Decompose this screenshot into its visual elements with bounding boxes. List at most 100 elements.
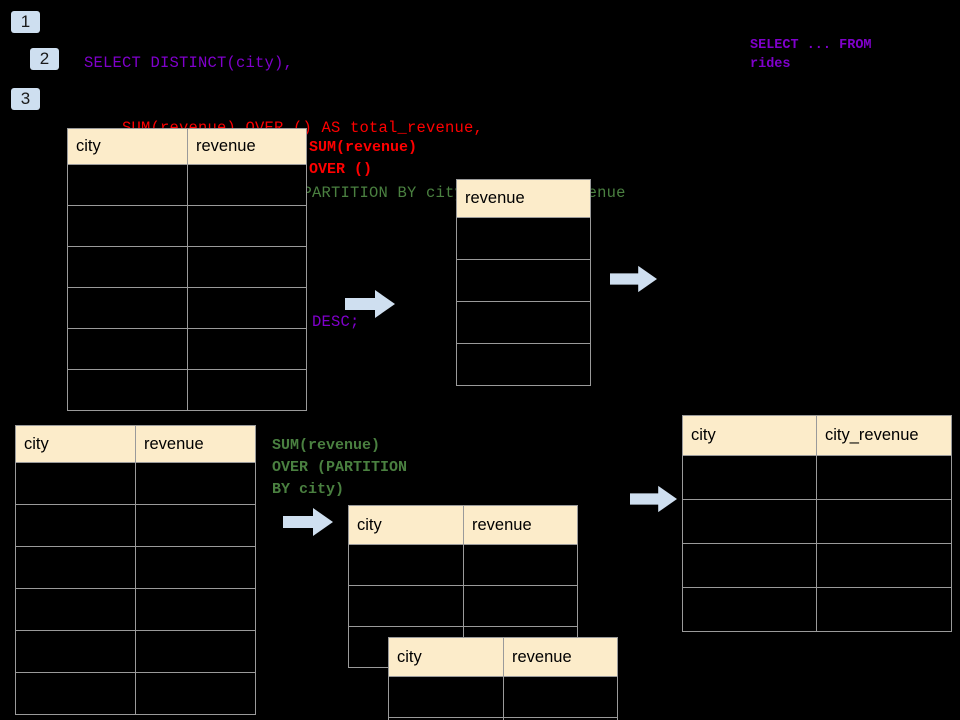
table-cell xyxy=(135,504,256,547)
table-cell xyxy=(816,455,952,500)
column-header-revenue: revenue xyxy=(456,179,591,218)
column-header-city: city xyxy=(682,415,817,456)
table-cell xyxy=(187,246,307,288)
arrow-source-to-total xyxy=(345,290,395,318)
table-cell xyxy=(503,717,618,720)
table-cell xyxy=(15,504,136,547)
table-header-row: city revenue xyxy=(388,637,618,677)
table-cell xyxy=(682,455,817,500)
table-cell xyxy=(682,543,817,588)
table-header-row: revenue xyxy=(456,179,591,218)
column-header-city: city xyxy=(388,637,504,677)
table-header-row: city revenue xyxy=(67,128,307,165)
table-row xyxy=(456,301,591,344)
total-revenue-table: revenue xyxy=(456,179,591,386)
table-row xyxy=(15,630,256,673)
column-header-revenue: revenue xyxy=(187,128,307,165)
table-header-row: city revenue xyxy=(15,425,256,463)
table-cell xyxy=(67,328,188,370)
arrow-partition-to-result xyxy=(630,485,677,513)
column-header-revenue: revenue xyxy=(463,505,578,545)
annotation-sum-over-partition: SUM(revenue) OVER (PARTITION BY city) xyxy=(272,437,408,498)
table-cell xyxy=(15,462,136,505)
table-cell xyxy=(15,672,136,715)
table-cell xyxy=(503,676,618,718)
partition-group-table-front: city revenue xyxy=(388,637,618,720)
table-cell xyxy=(135,630,256,673)
table-cell xyxy=(67,164,188,206)
table-cell xyxy=(463,544,578,586)
table-cell xyxy=(682,499,817,544)
table-cell xyxy=(187,164,307,206)
table-cell xyxy=(816,587,952,632)
table-cell xyxy=(816,499,952,544)
table-cell xyxy=(348,544,464,586)
table-cell xyxy=(816,543,952,588)
table-cell xyxy=(187,328,307,370)
column-header-city-revenue: city_revenue xyxy=(816,415,952,456)
table-cell xyxy=(15,546,136,589)
column-header-revenue: revenue xyxy=(135,425,256,463)
table-cell xyxy=(187,287,307,329)
table-row xyxy=(67,328,307,370)
table-row xyxy=(388,717,618,720)
table-cell xyxy=(67,205,188,247)
table-cell xyxy=(67,369,188,411)
arrow-source-to-partition xyxy=(283,508,333,536)
partition-group-table-back: city revenue xyxy=(348,505,578,668)
rides-source-table: city revenue xyxy=(67,128,307,411)
table-cell xyxy=(456,259,591,302)
table-cell xyxy=(388,676,504,718)
table-header-row: city city_revenue xyxy=(682,415,952,456)
table-cell xyxy=(67,246,188,288)
table-row xyxy=(67,246,307,288)
sql-line-1: SELECT DISTINCT(city), xyxy=(84,54,294,73)
table-cell xyxy=(135,672,256,715)
city-revenue-result-table: city city_revenue xyxy=(682,415,952,632)
table-cell xyxy=(135,462,256,505)
table-row xyxy=(15,462,256,505)
column-header-city: city xyxy=(15,425,136,463)
table-row xyxy=(67,287,307,329)
annotation-sum-over-empty: SUM(revenue) OVER () xyxy=(309,139,418,178)
table-cell xyxy=(682,587,817,632)
table-row xyxy=(15,672,256,715)
step-badge-3: 3 xyxy=(11,88,40,110)
table-row xyxy=(682,455,952,500)
table-row xyxy=(682,543,952,588)
table-cell xyxy=(348,585,464,627)
table-row xyxy=(67,369,307,411)
rides-source-table-partition: city revenue xyxy=(15,425,256,715)
table-row xyxy=(456,259,591,302)
table-cell xyxy=(15,588,136,631)
table-cell xyxy=(15,630,136,673)
table-cell xyxy=(456,301,591,344)
table-cell xyxy=(135,546,256,589)
table-row xyxy=(682,587,952,632)
table-row xyxy=(15,588,256,631)
table-cell xyxy=(463,585,578,627)
table-row xyxy=(682,499,952,544)
table-row xyxy=(15,546,256,589)
step-badge-1: 1 xyxy=(11,11,40,33)
table-row xyxy=(388,676,618,718)
table-row xyxy=(67,164,307,206)
table-row xyxy=(15,504,256,547)
step-badge-2: 2 xyxy=(30,48,59,70)
table-row xyxy=(67,205,307,247)
column-header-city: city xyxy=(348,505,464,545)
table-header-row: city revenue xyxy=(348,505,578,545)
column-header-revenue: revenue xyxy=(503,637,618,677)
table-row xyxy=(456,217,591,260)
table-cell xyxy=(456,343,591,386)
table-row xyxy=(456,343,591,386)
table-row xyxy=(348,585,578,627)
table-cell xyxy=(67,287,188,329)
table-cell xyxy=(187,369,307,411)
table-cell xyxy=(187,205,307,247)
annotation-select-from-rides: SELECT ... FROM rides xyxy=(750,38,872,72)
table-row xyxy=(348,544,578,586)
arrow-total-to-result xyxy=(610,265,657,293)
column-header-city: city xyxy=(67,128,188,165)
